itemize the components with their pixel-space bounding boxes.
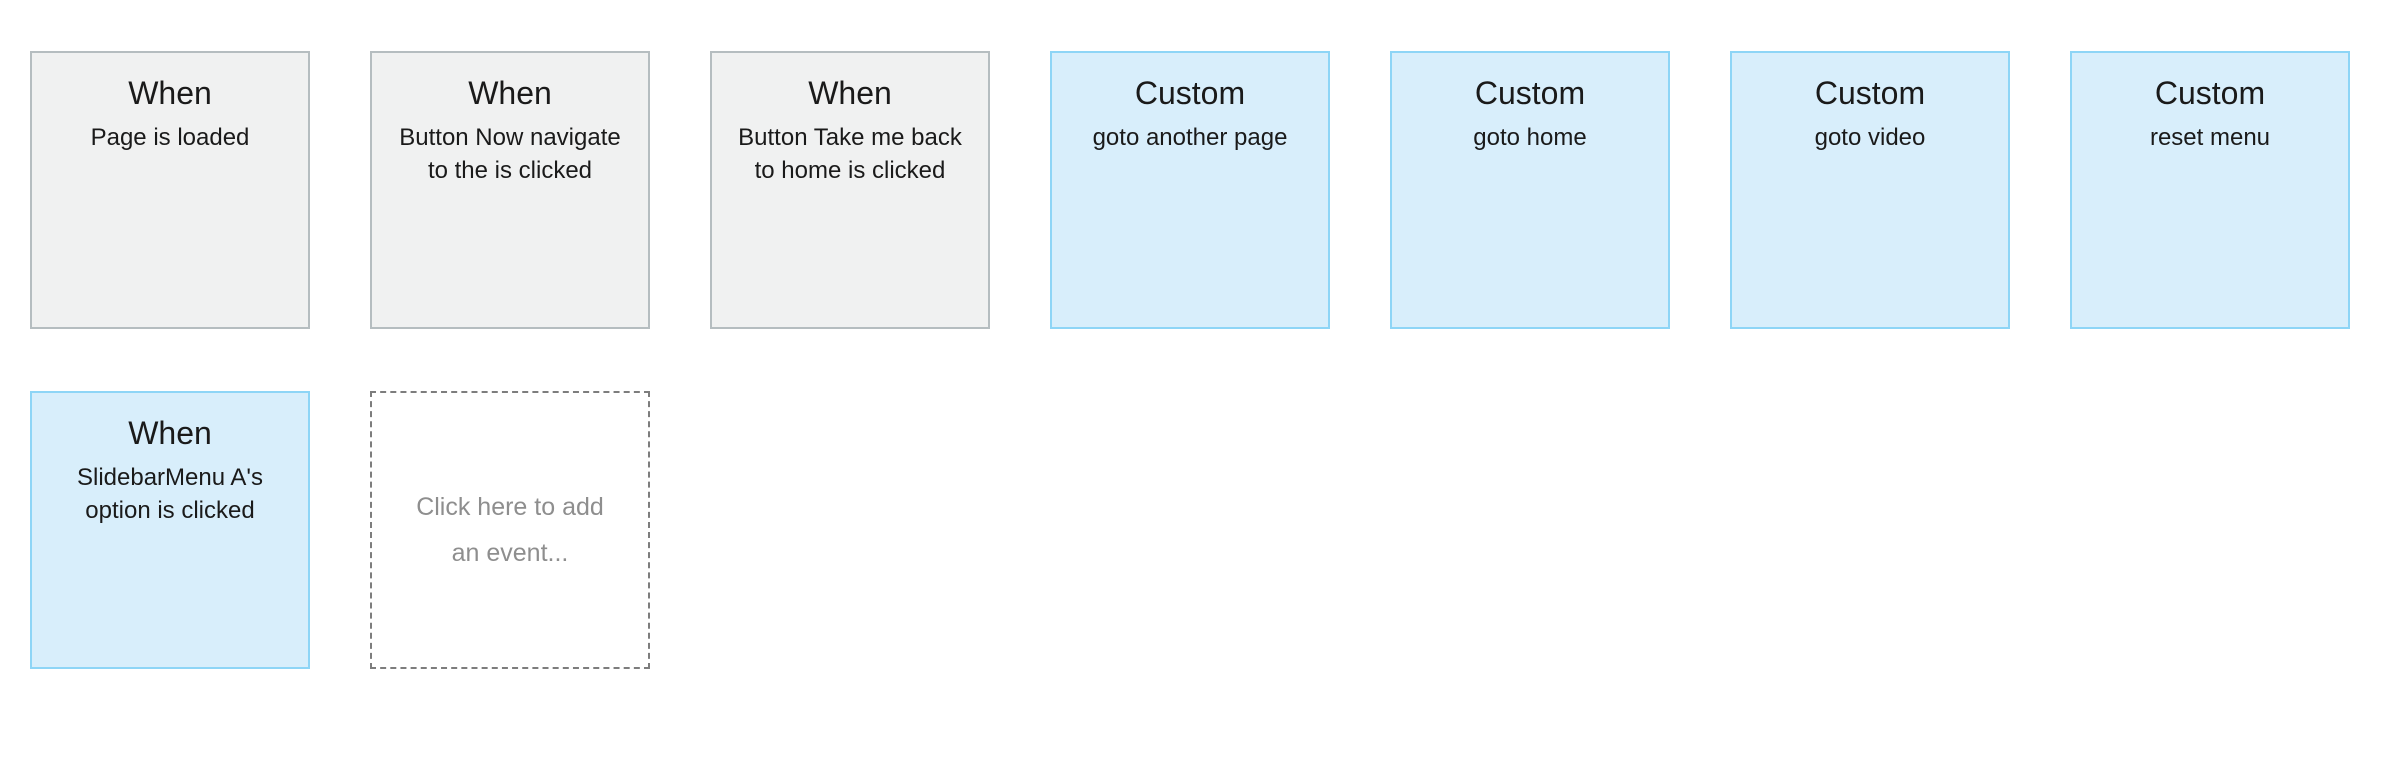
event-card-slidebarmenu-option-clicked[interactable]: When SlidebarMenu A's option is clicked [30,391,310,669]
card-description: reset menu [2149,123,2271,151]
card-description: Page is loaded [90,123,250,151]
event-card-button-take-me-back-clicked[interactable]: When Button Take me back to home is clic… [710,51,990,329]
event-row-1: When Page is loaded When Button Now navi… [30,51,2350,329]
add-event-label: Click here to add an event... [416,492,604,567]
card-description: goto another page [1092,123,1288,151]
card-description: goto video [1814,123,1926,151]
card-description: Button Take me back to home is clicked [738,123,962,185]
card-title: Custom [1814,75,1926,111]
custom-card-goto-home[interactable]: Custom goto home [1390,51,1670,329]
card-description: goto home [1473,123,1587,151]
card-title: Custom [1474,75,1586,111]
card-title: Custom [1134,75,1246,111]
event-row-2: When SlidebarMenu A's option is clicked … [30,391,650,669]
card-title: When [468,75,552,111]
card-title: When [128,75,212,111]
custom-card-goto-video[interactable]: Custom goto video [1730,51,2010,329]
card-title: Custom [2154,75,2266,111]
card-title: When [128,415,212,451]
card-description: Button Now navigate to the is clicked [399,123,621,185]
event-card-button-now-navigate-clicked[interactable]: When Button Now navigate to the is click… [370,51,650,329]
add-event-placeholder[interactable]: Click here to add an event... [370,391,650,669]
card-title: When [808,75,892,111]
custom-card-goto-another-page[interactable]: Custom goto another page [1050,51,1330,329]
event-card-page-is-loaded[interactable]: When Page is loaded [30,51,310,329]
custom-card-reset-menu[interactable]: Custom reset menu [2070,51,2350,329]
card-description: SlidebarMenu A's option is clicked [76,463,264,525]
